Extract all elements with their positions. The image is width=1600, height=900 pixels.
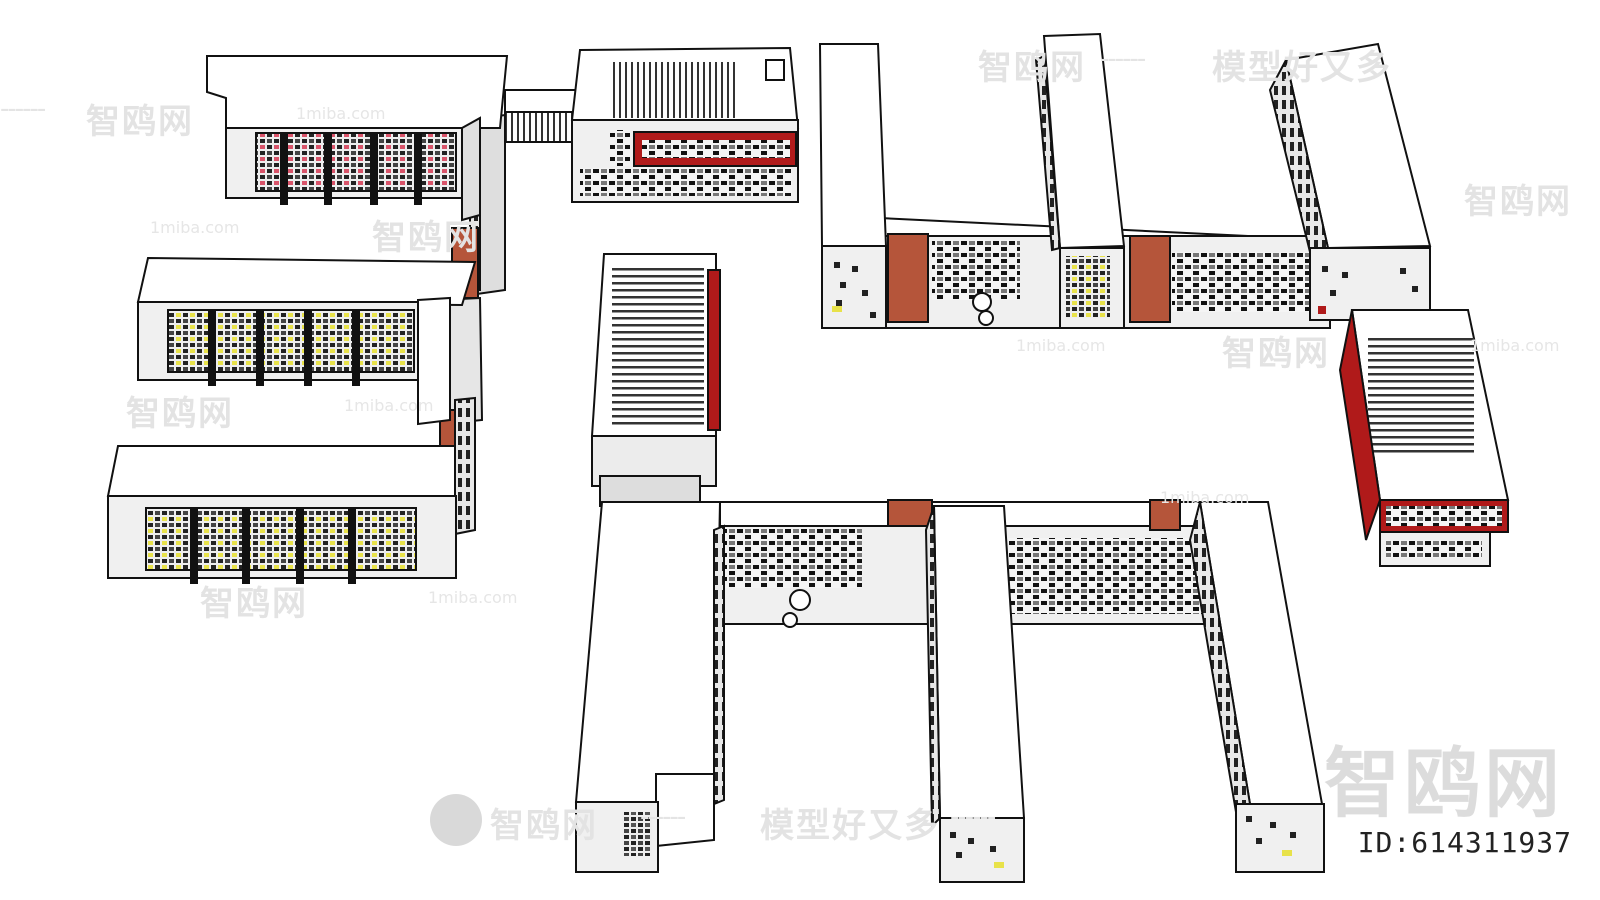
watermark-logo-icon — [430, 794, 482, 846]
watermark-dashes: ------ — [640, 802, 686, 832]
model-id-label: ID:614311937 — [1357, 826, 1572, 859]
watermark-brand: 智鸥网 — [978, 48, 1086, 88]
middle-wing-roof — [136, 256, 477, 307]
watermark-site: 1miba.com — [296, 104, 386, 123]
center-block — [590, 253, 721, 507]
watermark-site: 1miba.com — [344, 396, 434, 415]
watermark-site: 1miba.com — [1470, 336, 1560, 355]
watermark-dashes: ------ — [1100, 44, 1146, 74]
watermark-brand: 智鸥网 — [126, 394, 234, 434]
bottom-wing-roof — [106, 445, 456, 500]
watermark-brand: 智鸥网 — [1464, 182, 1572, 222]
watermark-site: 1miba.com — [1016, 336, 1106, 355]
watermark-site: 1miba.com — [428, 588, 518, 607]
left-cluster — [106, 55, 509, 584]
watermark-slogan: 模型好又多 — [1212, 48, 1392, 88]
sky-bridge — [504, 89, 578, 143]
watermark-brand: 智鸥网 — [1222, 334, 1330, 374]
watermark-dashes: ------ — [0, 94, 46, 124]
watermark-slogan: 模型好又多 — [760, 806, 940, 846]
watermark-brand: 智鸥网 — [490, 806, 598, 846]
top-right-cluster — [818, 32, 1432, 329]
bottom-cluster — [574, 499, 1325, 883]
right-block — [1338, 309, 1510, 567]
watermark-site: 1miba.com — [1160, 488, 1250, 507]
watermark-brand: 智鸥网 — [86, 102, 194, 142]
watermark-brand: 智鸥网 — [372, 218, 480, 258]
watermark-dashes: ------ — [950, 802, 996, 832]
watermark-brand-large: 智鸥网 — [1324, 739, 1564, 828]
watermark-site: 1miba.com — [150, 218, 240, 237]
top-center-block — [570, 46, 800, 203]
watermark-brand: 智鸥网 — [200, 584, 308, 624]
